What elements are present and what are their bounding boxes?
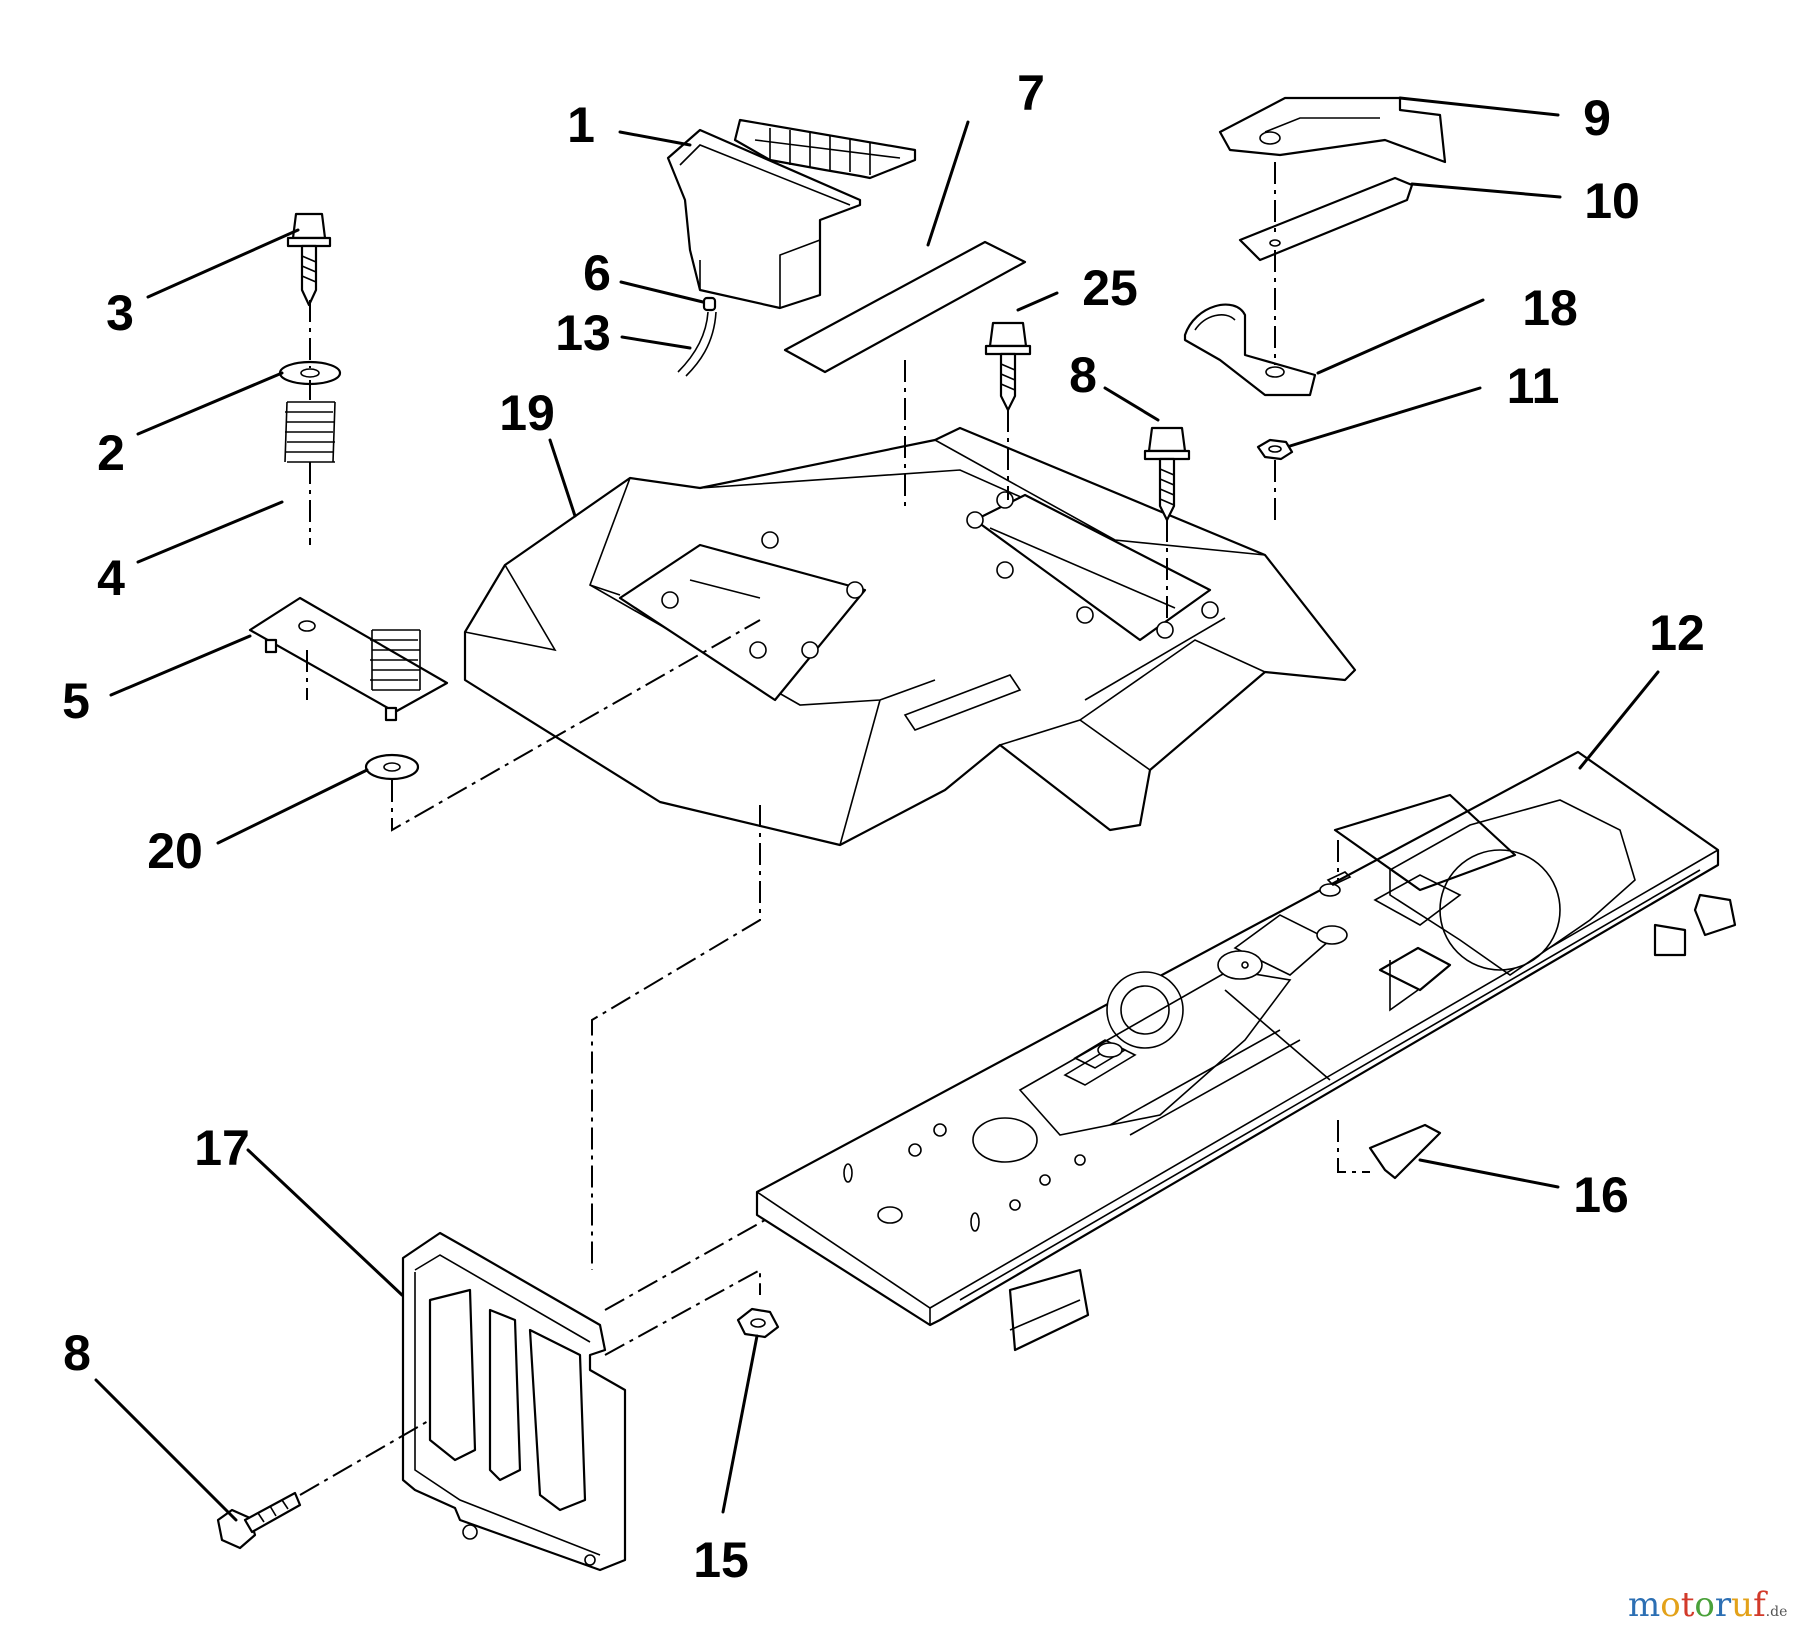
plate-10 xyxy=(1238,176,1414,262)
rubber-pad xyxy=(783,240,1027,374)
callout-18: 18 xyxy=(1522,280,1578,336)
bolt-3 xyxy=(286,212,332,307)
bolt-8-bottom xyxy=(216,1491,302,1550)
clip-and-hose xyxy=(677,296,717,377)
callout-13: 13 xyxy=(555,305,611,361)
callout-9: 9 xyxy=(1583,90,1611,146)
nut-15 xyxy=(736,1307,780,1339)
callout-8-top: 8 xyxy=(1069,347,1097,403)
washer-20 xyxy=(364,753,420,781)
watermark-logo: motoruf.de xyxy=(1628,1585,1787,1625)
bracket-16 xyxy=(1368,1123,1442,1180)
washer-2 xyxy=(278,360,342,386)
callout-6: 6 xyxy=(583,245,611,301)
callout-2: 2 xyxy=(97,425,125,481)
cover-plate-9 xyxy=(1218,96,1447,164)
watermark-text: motoruf xyxy=(1628,1585,1766,1625)
callouts: 1 3 2 4 5 20 6 13 19 7 25 8 9 10 18 11 1… xyxy=(62,65,1705,1588)
callout-7: 7 xyxy=(1017,65,1045,121)
clamp-18 xyxy=(1183,303,1317,397)
callout-5: 5 xyxy=(62,673,90,729)
callout-19: 19 xyxy=(499,385,555,441)
battery-box xyxy=(666,118,917,310)
callout-4: 4 xyxy=(97,550,125,606)
fender xyxy=(463,426,1357,847)
leader-lines xyxy=(94,96,1660,1522)
nut-11 xyxy=(1256,438,1294,461)
assembly-centerlines xyxy=(299,162,1370,1496)
chassis-frame xyxy=(755,750,1737,1352)
bolt-25 xyxy=(984,321,1032,412)
callout-17: 17 xyxy=(194,1120,250,1176)
callout-3: 3 xyxy=(106,285,134,341)
callout-16: 16 xyxy=(1573,1167,1629,1223)
callout-11: 11 xyxy=(1507,358,1560,414)
bolt-8-top xyxy=(1143,426,1191,522)
callout-25: 25 xyxy=(1082,260,1138,316)
rear-plate-17 xyxy=(401,1231,627,1572)
callout-10: 10 xyxy=(1584,173,1640,229)
callout-12: 12 xyxy=(1649,605,1705,661)
spring-bracket-5 xyxy=(248,596,449,722)
callout-15: 15 xyxy=(693,1532,749,1588)
callout-1: 1 xyxy=(567,97,595,153)
spring-4 xyxy=(284,401,336,463)
watermark-suffix: .de xyxy=(1765,1604,1788,1620)
callout-20: 20 xyxy=(147,823,203,879)
callout-8-bottom: 8 xyxy=(63,1325,91,1381)
